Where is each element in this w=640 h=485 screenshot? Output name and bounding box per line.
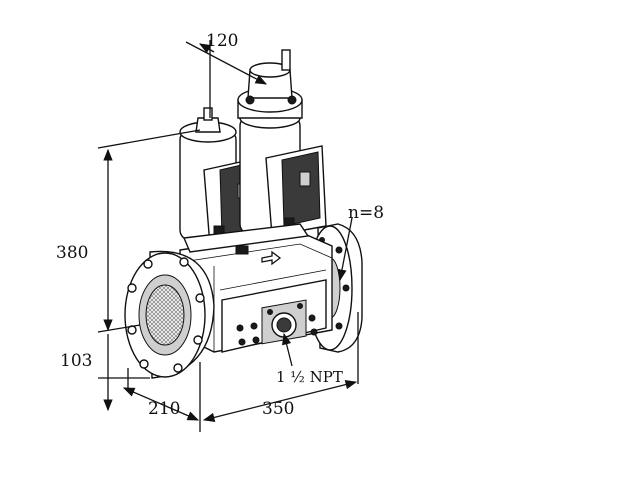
dim-label-350: 350 bbox=[262, 399, 294, 419]
callout-npt: 1 ½ NPT bbox=[276, 368, 343, 386]
dim-120-arrow bbox=[198, 43, 215, 54]
valve-housing bbox=[179, 231, 333, 353]
dim-label-380: 380 bbox=[56, 243, 88, 263]
valve-body bbox=[124, 49, 363, 379]
dim-label-120: 120 bbox=[206, 31, 238, 51]
leader-n8 bbox=[337, 217, 353, 282]
dim-380-ext-top bbox=[97, 129, 201, 149]
dimension-lines bbox=[97, 40, 359, 432]
left-flange bbox=[124, 250, 215, 379]
dim-210-line bbox=[122, 387, 200, 421]
right-solenoid bbox=[237, 49, 327, 237]
dim-label-103: 103 bbox=[60, 351, 92, 371]
callout-n8: n=8 bbox=[348, 203, 384, 223]
dim-350-line bbox=[202, 380, 358, 422]
dim-label-210: 210 bbox=[148, 399, 180, 419]
leader-npt bbox=[282, 332, 293, 367]
